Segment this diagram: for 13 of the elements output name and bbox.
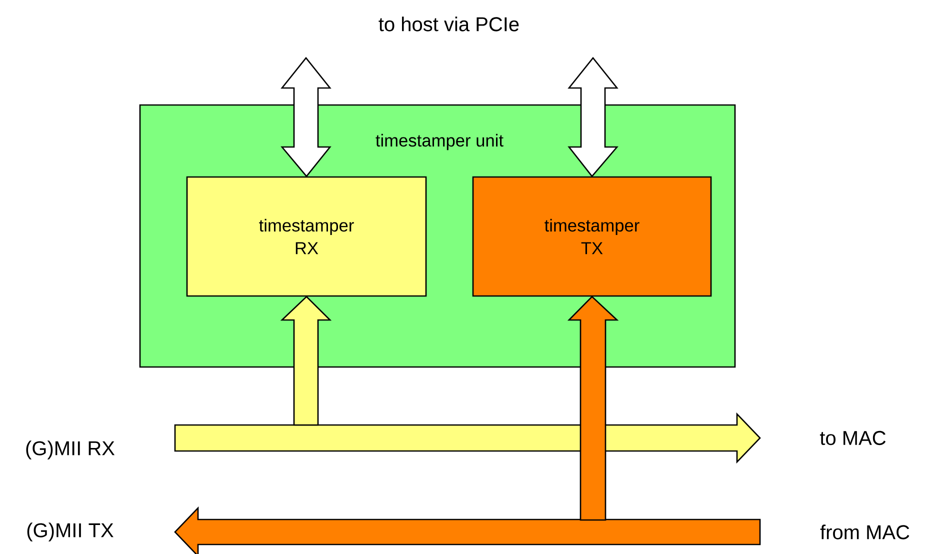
block-arrow xyxy=(280,296,332,426)
port-label: (G)MII RX xyxy=(26,440,115,460)
host-label: to host via PCIe xyxy=(378,16,519,32)
block-arrow xyxy=(280,56,332,178)
block-arrow xyxy=(567,296,619,521)
block-box: timestamper RX xyxy=(186,176,427,297)
block-arrow xyxy=(174,412,761,464)
port-label: to MAC xyxy=(820,430,886,446)
block-arrow xyxy=(174,506,761,554)
port-label: (G)MII TX xyxy=(27,522,114,542)
port-label: from MAC xyxy=(820,524,910,540)
block-arrow xyxy=(568,56,618,178)
block-box: timestamper TX xyxy=(472,176,712,297)
